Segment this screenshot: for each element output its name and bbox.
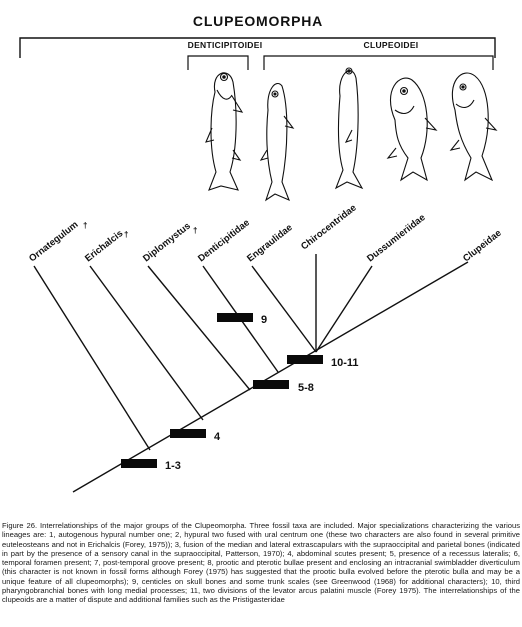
character-bars — [121, 313, 323, 468]
character-bar-1-3 — [121, 459, 157, 468]
branch-ornategulum — [34, 266, 150, 450]
fossil-mark-ornategulum: † — [83, 221, 87, 230]
taxon-label-engraulidae: Engraulidae — [245, 222, 295, 264]
taxon-label-ornategulum: Ornategulum — [27, 219, 80, 264]
subgroup-label-right: CLUPEOIDEI — [364, 40, 419, 50]
fish-engraulidae-illustration — [261, 83, 293, 200]
branch-engraulidae — [252, 266, 316, 352]
fossil-mark-erichalcis: † — [124, 230, 128, 239]
taxon-label-clupeidae: Clupeidae — [461, 228, 504, 265]
cladogram-branches — [34, 254, 468, 492]
figure-caption: Figure 26. Interrelationships of the maj… — [2, 521, 520, 625]
fossil-mark-diplomystus: † — [193, 226, 197, 235]
fish-dussumieriidae-illustration — [388, 78, 436, 180]
character-bar-10-11 — [287, 355, 323, 364]
subgroup-label-left: DENTICIPITOIDEI — [188, 40, 263, 50]
character-bar-5-8 — [253, 380, 289, 389]
branch-erichalcis — [90, 266, 203, 420]
character-label-10-11: 10-11 — [331, 357, 359, 369]
fish-denticipitidae-illustration — [206, 73, 242, 190]
character-label-1-3: 1-3 — [165, 460, 181, 472]
character-label-9: 9 — [261, 314, 267, 326]
fish-clupeidae-illustration — [451, 73, 496, 180]
taxon-label-dussumieriidae: Dussumieriidae — [365, 212, 428, 264]
taxon-label-chirocentridae: Chirocentridae — [299, 202, 359, 252]
fish-chirocentridae-illustration — [336, 68, 362, 188]
group-title: CLUPEOMORPHA — [193, 13, 323, 29]
denticipitoidei-bracket — [188, 56, 248, 70]
taxon-label-diplomystus: Diplomystus — [141, 221, 193, 265]
main-stem-branch — [73, 262, 468, 492]
taxon-label-denticipitidae: Denticipitidae — [196, 217, 252, 264]
character-bar-4 — [170, 429, 206, 438]
character-bar-9 — [217, 313, 253, 322]
character-label-5-8: 5-8 — [298, 382, 314, 394]
clupeoidei-bracket — [264, 56, 493, 70]
branch-dussumieriidae — [316, 266, 372, 352]
taxon-label-erichalcis: Erichalcis — [83, 228, 125, 264]
character-label-4: 4 — [214, 431, 221, 443]
branch-diplomystus — [148, 266, 250, 390]
